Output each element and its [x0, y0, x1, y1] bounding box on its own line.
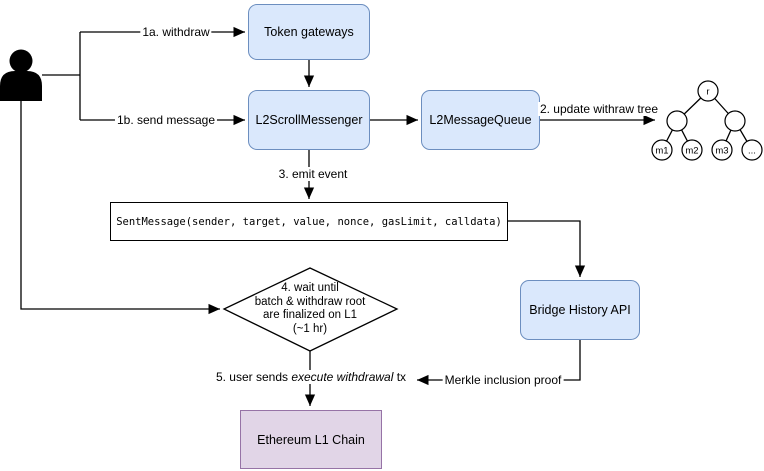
node-l2-message-queue-label: L2MessageQueue	[429, 113, 532, 127]
edge-label-merkle-inclusion-proof: Merkle inclusion proof	[442, 373, 564, 387]
wait-diamond-line: (~1 hr)	[292, 322, 328, 335]
edge-label-1b-send-message: 1b. send message	[114, 113, 218, 127]
wait-diamond-line: batch & withdraw root	[254, 295, 366, 308]
tree-node-m2	[681, 139, 703, 161]
edge-label-execute-withdrawal-prefix: 5. user sends	[215, 370, 292, 384]
edge-label-update-withdraw-tree: 2. update withraw tree	[537, 102, 661, 116]
node-token-gateways: Token gateways	[248, 4, 370, 60]
tree-leaf-label: ...	[748, 146, 756, 157]
node-ethereum-l1-chain: Ethereum L1 Chain	[240, 410, 382, 469]
user-icon	[0, 49, 42, 101]
withdraw-tree: r m1 m2 m3 ...	[651, 80, 763, 161]
wait-diamond-shape	[222, 267, 399, 352]
edge-user-to-diamond-line	[20, 101, 220, 315]
tree-leaf-label: m3	[715, 146, 728, 157]
node-l2-scroll-messenger: L2ScrollMessenger	[248, 90, 370, 150]
wait-diamond-text: 4. wait until batch & withdraw root are …	[233, 281, 387, 337]
edge-label-emit-event: 3. emit event	[276, 167, 350, 181]
edge-label-execute-withdrawal-emphasis: execute withdrawal	[291, 370, 394, 384]
tree-node-left	[666, 110, 688, 132]
node-bridge-history-api: Bridge History API	[520, 280, 640, 340]
node-l2-message-queue: L2MessageQueue	[421, 90, 540, 150]
node-ethereum-l1-chain-label: Ethereum L1 Chain	[257, 432, 365, 447]
tree-node-right	[724, 110, 746, 132]
edge-label-execute-withdrawal: 5. user sends execute withdrawal tx	[213, 370, 409, 384]
tree-node-m3	[711, 139, 733, 161]
node-sent-message-event-label: SentMessage(sender, target, value, nonce…	[116, 215, 502, 228]
tree-node-root	[697, 80, 719, 102]
wait-diamond-line: are finalized on L1	[263, 309, 357, 321]
edge-user-branch-line	[42, 32, 81, 120]
withdraw-tree-edges	[661, 90, 753, 151]
node-token-gateways-label: Token gateways	[264, 25, 354, 39]
tree-root-label: r	[706, 87, 709, 98]
edge-label-execute-withdrawal-suffix: tx	[393, 370, 407, 384]
tree-node-m1	[651, 139, 673, 161]
node-bridge-history-api-label: Bridge History API	[529, 303, 631, 317]
edge-sentmessage-to-bridge-line	[508, 220, 586, 277]
tree-leaf-label: m1	[655, 146, 668, 157]
node-l2-scroll-messenger-label: L2ScrollMessenger	[255, 113, 363, 127]
edge-label-1a-withdraw: 1a. withdraw	[140, 25, 212, 39]
tree-node-more	[741, 139, 763, 161]
node-sent-message-event: SentMessage(sender, target, value, nonce…	[110, 202, 508, 241]
wait-diamond-line: 4. wait until	[281, 282, 339, 294]
tree-leaf-label: m2	[685, 146, 698, 157]
